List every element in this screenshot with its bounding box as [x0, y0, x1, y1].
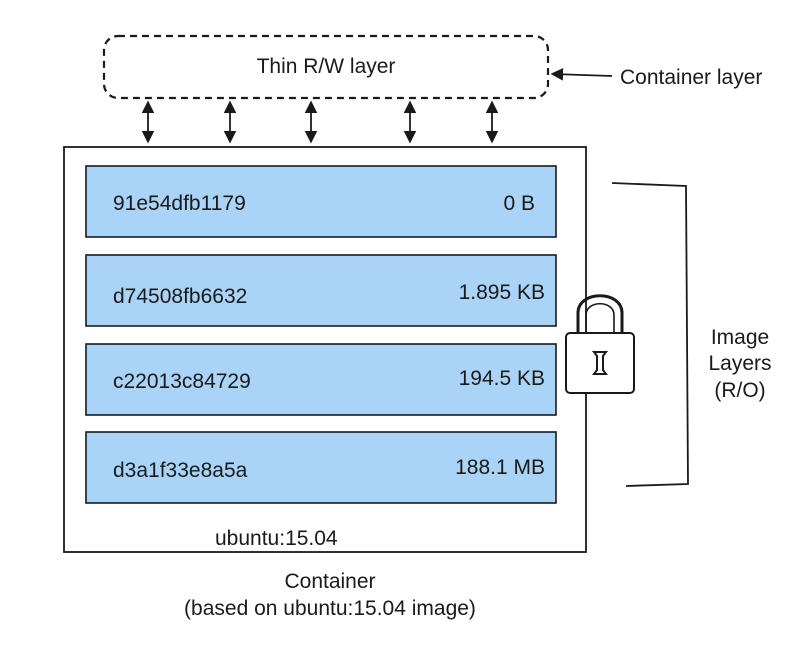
- image-layer-box: [85, 431, 557, 504]
- caption-line: (based on ubuntu:15.04 image): [184, 597, 476, 621]
- layer-id: c22013c84729: [113, 370, 251, 393]
- image-tag-label: ubuntu:15.04: [215, 527, 338, 550]
- bracket-icon: [611, 182, 689, 487]
- image-layers-label-line: Layers: [708, 352, 772, 376]
- layer-id: 91e54dfb1179: [113, 192, 246, 215]
- image-layer-box: [85, 254, 557, 327]
- layer-size: 194.5 KB: [458, 367, 545, 390]
- double-arrow-icon-group: [141, 100, 499, 144]
- image-layers-label-line: Image: [710, 326, 770, 349]
- rw-layer-label: Thin R/W layer: [256, 55, 396, 78]
- arrow-left-icon: [550, 68, 613, 81]
- image-layers-label-line: (R/O): [714, 378, 766, 402]
- padlock-icon: [565, 294, 635, 394]
- container-caption: Container (based on ubuntu:15.04 image): [140, 568, 520, 623]
- layer-size: 188.1 MB: [455, 456, 545, 479]
- layer-id: d74508fb6632: [113, 285, 248, 308]
- rw-layer-box: [102, 34, 550, 100]
- image-layer-box: [85, 165, 557, 238]
- layer-size: 1.895 KB: [458, 281, 545, 304]
- layer-id: d3a1f33e8a5a: [113, 459, 248, 482]
- image-layer-box: [85, 343, 557, 416]
- image-layers-label: Image Layers (R/O): [690, 325, 790, 404]
- caption-line: Container: [284, 570, 376, 593]
- container-layer-label: Container layer: [620, 66, 763, 89]
- layer-size: 0 B: [503, 192, 535, 215]
